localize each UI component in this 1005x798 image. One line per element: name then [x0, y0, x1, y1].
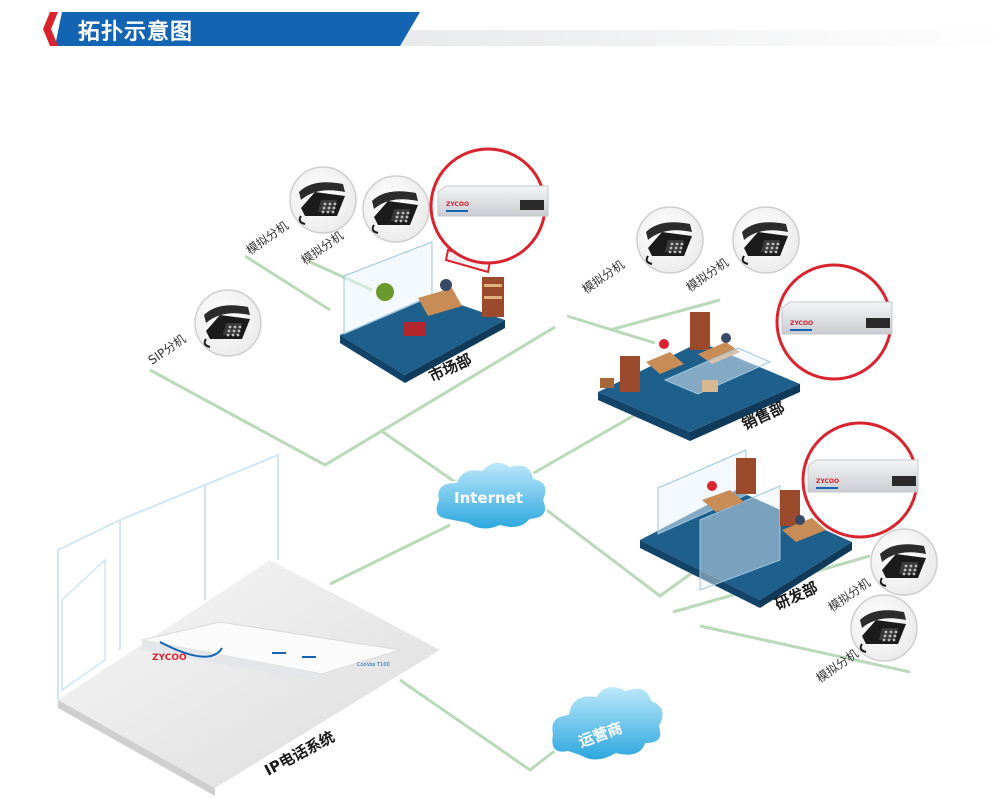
analog-phone-icon	[636, 206, 704, 274]
market-department	[340, 241, 505, 383]
pbx-brand-logo: ZYCOO	[152, 653, 187, 663]
internet-label: Internet	[454, 489, 523, 507]
pbx-model-label: CooVox T100	[357, 662, 390, 668]
analog-phone-icon	[362, 175, 430, 243]
sip-phone-label: SIP分机	[146, 332, 189, 368]
analog-phone-label: 模拟分机	[299, 228, 346, 267]
ip-pbx-device	[141, 621, 401, 682]
rnd-department	[640, 449, 852, 608]
gateway-highlight-market	[429, 147, 549, 265]
analog-phone-label: 模拟分机	[580, 257, 627, 296]
gateway-highlight-rnd	[801, 421, 919, 539]
header-chevron-icon	[43, 12, 58, 46]
analog-phone-icon	[850, 594, 918, 662]
carrier-cloud-icon	[550, 685, 665, 762]
gateway-highlight-sales	[775, 263, 893, 381]
sales-department	[598, 312, 800, 441]
gateway-brand-logo: ZYCOO	[446, 201, 469, 208]
analog-phone-label: 模拟分机	[244, 218, 291, 257]
internet-cloud-icon	[434, 460, 548, 531]
gateway-brand-logo: ZYCOO	[790, 320, 813, 327]
header-banner	[43, 12, 1005, 46]
analog-phone-icon	[870, 528, 938, 596]
analog-phone-icon	[732, 206, 800, 274]
ip-pbx-room	[57, 453, 440, 796]
analog-phone-icon	[289, 166, 357, 234]
sip-phone-icon	[194, 289, 262, 357]
section-header: 拓扑示意图	[0, 0, 1005, 60]
gateway-brand-logo: ZYCOO	[816, 478, 839, 485]
page-title: 拓扑示意图	[78, 20, 194, 45]
